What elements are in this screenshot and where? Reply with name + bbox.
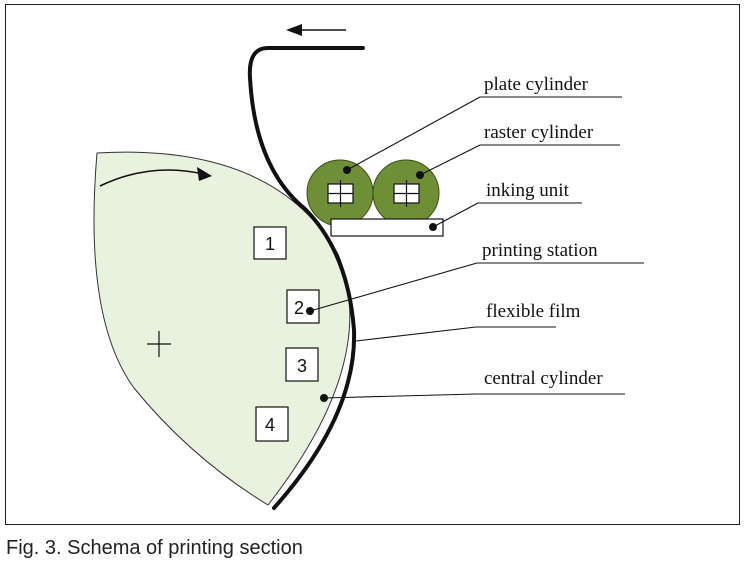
plate-cylinder-roller xyxy=(306,159,374,227)
label-central-cylinder: central cylinder xyxy=(484,368,603,389)
station-label-4: 4 xyxy=(265,415,275,435)
label-printing-station: printing station xyxy=(482,240,598,261)
station-box-3: 3 xyxy=(285,347,319,382)
plus-icon xyxy=(147,331,171,357)
label-flexible-film: flexible film xyxy=(486,301,581,322)
curved-arrow-icon xyxy=(99,167,212,187)
leader-plate-cylinder xyxy=(343,96,622,174)
label-raster-cylinder: raster cylinder xyxy=(484,122,594,143)
station-box-1: 1 xyxy=(253,226,287,260)
leader-flexible-film xyxy=(355,326,556,342)
station-label-3: 3 xyxy=(297,356,307,376)
leader-central-cylinder xyxy=(320,393,625,402)
figure-caption: Fig. 3. Schema of printing section xyxy=(6,537,303,559)
leader-inking-unit xyxy=(429,202,582,231)
left-arrow-icon xyxy=(286,24,346,36)
label-inking-unit: inking unit xyxy=(486,180,570,201)
label-plate-cylinder: plate cylinder xyxy=(484,74,589,95)
station-box-4: 4 xyxy=(255,406,289,442)
station-label-1: 1 xyxy=(265,234,275,254)
leader-raster-cylinder xyxy=(416,144,620,179)
leader-printing-station xyxy=(306,262,644,315)
inking-unit-bar xyxy=(330,218,444,237)
station-box-2: 2 xyxy=(286,289,320,324)
flexible-film-path xyxy=(247,46,365,510)
station-label-2: 2 xyxy=(294,298,304,318)
